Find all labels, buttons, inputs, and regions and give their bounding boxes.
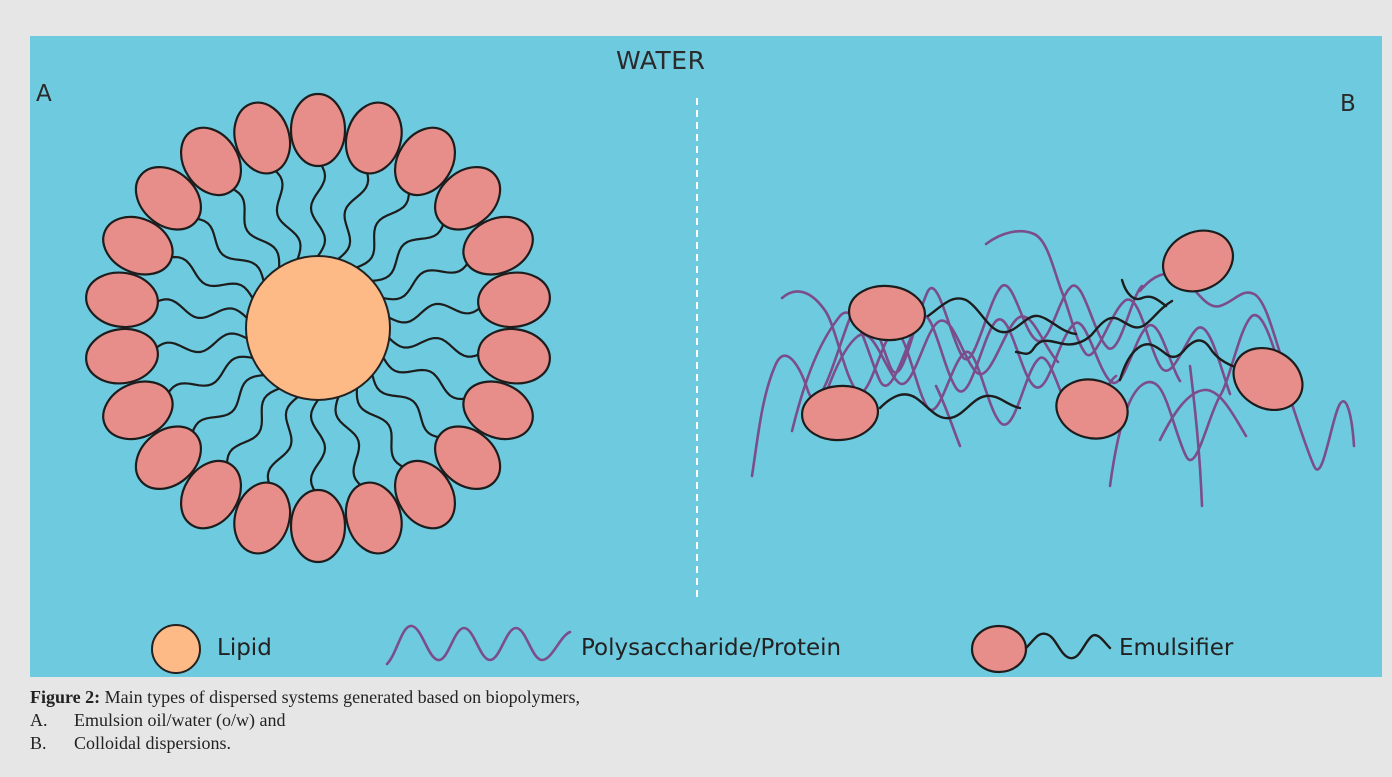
legend-emulsifier-label: Emulsifier xyxy=(1119,635,1233,661)
figure-caption: Figure 2: Main types of dispersed system… xyxy=(30,686,1370,755)
emulsifier-tail xyxy=(1120,340,1238,380)
emulsifier-legend-tail-icon xyxy=(1026,634,1110,658)
emulsifier-head xyxy=(475,324,554,388)
emulsifier-tail xyxy=(191,218,264,281)
caption-title-line: Figure 2: Main types of dispersed system… xyxy=(30,686,1370,709)
caption-text: Main types of dispersed systems generate… xyxy=(100,687,580,707)
emulsifier-tail xyxy=(384,358,471,399)
lipid-core xyxy=(246,256,390,400)
caption-item-letter: A. xyxy=(30,709,74,732)
emulsifier-legend-head-icon xyxy=(972,626,1026,672)
micelle-group xyxy=(83,94,554,562)
caption-figure-label: Figure 2: xyxy=(30,687,100,707)
emulsifier-tail xyxy=(1122,280,1166,306)
emulsifier-tail xyxy=(271,167,301,259)
lipid-legend-icon xyxy=(152,625,200,673)
polymer-legend-icon xyxy=(387,626,570,664)
figure-panel: WATER A B Lipid Polysaccharide/Protein E… xyxy=(30,36,1382,677)
emulsifier-head xyxy=(83,324,162,388)
emulsifier-tail xyxy=(311,400,325,496)
emulsifier-tail xyxy=(372,375,445,438)
emulsifier-tail xyxy=(227,389,279,470)
emulsifier-tail xyxy=(880,394,1020,418)
emulsifier-tail xyxy=(384,258,471,299)
emulsifier-head xyxy=(1153,220,1243,303)
emulsifier-head xyxy=(291,490,345,562)
polymer-chain xyxy=(1160,390,1246,440)
caption-item-letter: B. xyxy=(30,732,74,755)
emulsifier-tail xyxy=(338,167,368,259)
legend-lipid-label: Lipid xyxy=(217,635,272,661)
caption-item: A. Emulsion oil/water (o/w) and xyxy=(30,709,1370,732)
emulsifier-tail xyxy=(268,397,298,489)
emulsifier-head xyxy=(800,383,880,443)
emulsifier-tail xyxy=(1016,301,1172,354)
emulsifier-head xyxy=(475,268,554,332)
emulsifier-tail xyxy=(152,334,247,352)
water-label: WATER xyxy=(616,46,705,75)
emulsifier-tail xyxy=(152,299,247,318)
polymer-chain xyxy=(1190,366,1202,506)
caption-item: B. Colloidal dispersions. xyxy=(30,732,1370,755)
emulsifier-tail xyxy=(357,187,409,268)
polymer-chain xyxy=(1110,315,1354,486)
dispersion-group xyxy=(752,220,1354,506)
emulsifier-tail xyxy=(165,257,252,298)
emulsifier-tail xyxy=(227,187,279,268)
emulsifier-head xyxy=(291,94,345,166)
legend-polymer-label: Polysaccharide/Protein xyxy=(581,635,841,661)
panel-a-label: A xyxy=(36,81,52,107)
emulsifier-tail xyxy=(389,304,484,322)
emulsifier-tail xyxy=(165,357,252,398)
emulsifier-heads-b xyxy=(800,220,1314,447)
emulsifier-head xyxy=(1050,372,1135,447)
emulsifier-head xyxy=(83,268,162,332)
panel-b-label: B xyxy=(1340,91,1356,117)
emulsifier-tail xyxy=(311,160,325,256)
emulsifier-tail xyxy=(357,389,409,470)
caption-item-text: Emulsion oil/water (o/w) and xyxy=(74,709,285,732)
emulsifier-tail xyxy=(389,338,484,357)
emulsifier-tail xyxy=(336,397,366,489)
caption-item-text: Colloidal dispersions. xyxy=(74,732,231,755)
diagram-canvas xyxy=(30,36,1382,677)
